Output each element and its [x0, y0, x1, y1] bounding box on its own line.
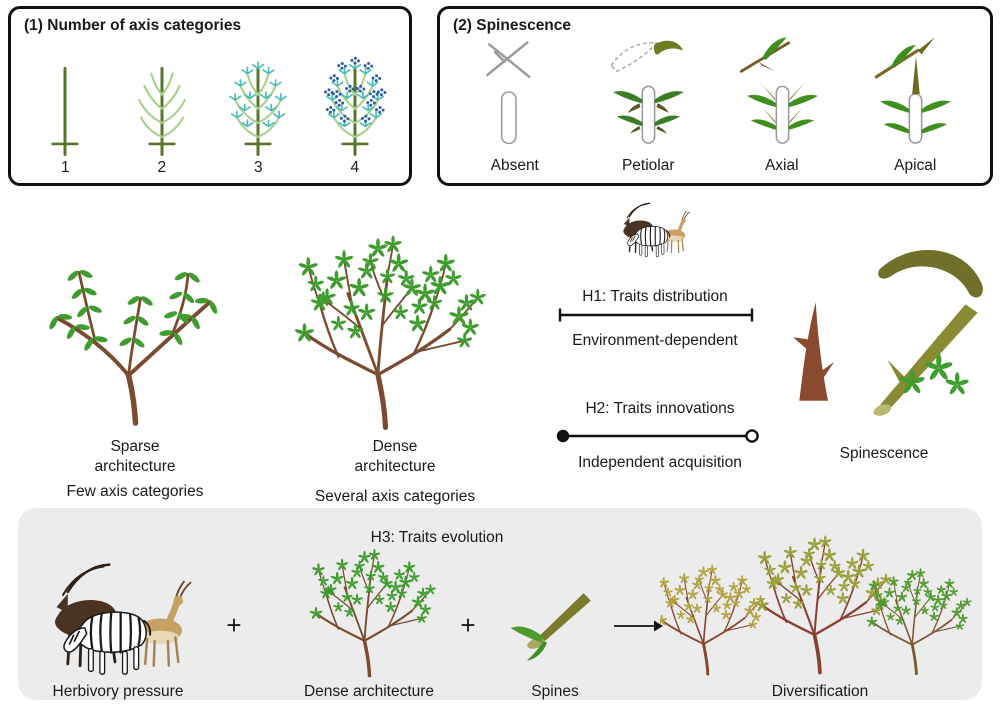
panel-h3-traits-evolution: H3: Traits evolution Herbivory pressure … [18, 508, 982, 700]
axis-level-number: 2 [157, 159, 167, 176]
axis-tree-row: 1 2 3 [17, 35, 403, 177]
spinescence-type-label: Petiolar [621, 156, 675, 174]
h1-range-line [558, 308, 754, 322]
herbivory-pressure-label: Herbivory pressure [52, 683, 184, 700]
axis-tree-level-1: 1 [23, 56, 107, 177]
herbivores-illustration-top [621, 201, 691, 258]
panel-spinescence: (2) Spinescence Absent Petiolar Axial Ap… [437, 6, 993, 186]
axis-tree-1-illustration [51, 66, 80, 156]
dense-architecture-label: Dense architecture [354, 438, 436, 476]
dense-architecture-illustration [258, 222, 513, 434]
axis-tree-level-3: 3 [216, 56, 300, 177]
diversification-label: Diversification [771, 683, 869, 700]
h3-title: H3: Traits evolution [370, 529, 504, 546]
spinescence-type-label: Axial [764, 156, 799, 174]
axis-tree-4-illustration [323, 56, 387, 156]
axis-level-number: 3 [253, 159, 263, 176]
axis-level-number: 1 [60, 159, 70, 176]
few-axis-categories-caption: Few axis categories [66, 483, 204, 500]
herbivores-illustration-bottom [30, 545, 200, 677]
spinescence-type-apical: Apical [863, 33, 967, 176]
spinescence-type-axial: Axial [730, 33, 834, 176]
h2-acquisition-line [556, 429, 759, 443]
spinescence-type-petiolar: Petiolar [596, 33, 700, 176]
diversification-illustration [660, 514, 990, 680]
plus-sign: + [226, 610, 242, 640]
plus-sign: + [460, 610, 476, 640]
axis-tree-2-illustration [137, 66, 186, 156]
h1-title: H1: Traits distribution [582, 288, 728, 305]
spinescence-type-row: Absent Petiolar Axial Apical [448, 33, 982, 176]
panel-axis-title: (1) Number of axis categories [24, 17, 242, 34]
axis-tree-level-2: 2 [120, 56, 204, 177]
arrow-icon [614, 620, 663, 632]
axis-level-number: 4 [350, 159, 360, 176]
spine-apical-illustration [874, 35, 953, 145]
spinescence-label: Spinescence [839, 445, 929, 462]
sparse-architecture-label: Sparse architecture [94, 438, 176, 476]
dense-architecture-illustration-small [272, 540, 467, 680]
spinescence-type-label: Apical [894, 156, 937, 174]
axis-tree-level-4: 4 [313, 56, 397, 177]
spinescence-type-absent: Absent [463, 33, 567, 176]
axis-tree-3-illustration [216, 56, 300, 156]
h2-title: H2: Traits innovations [585, 400, 735, 417]
panel-axis-categories: (1) Number of axis categories 1 2 3 [8, 6, 412, 186]
spines-label: Spines [531, 683, 579, 700]
dense-architecture-bottom-label: Dense architecture [303, 683, 435, 700]
spine-axial-illustration [739, 35, 820, 145]
h2-caption: Independent acquisition [578, 454, 742, 471]
panel-spinescence-title: (2) Spinescence [453, 17, 572, 34]
spinescence-type-label: Absent [490, 156, 539, 174]
spine-absent-illustration [485, 40, 531, 145]
spines-illustration-small [510, 593, 591, 661]
several-axis-categories-caption: Several axis categories [314, 488, 476, 505]
sparse-architecture-illustration [28, 213, 243, 431]
spine-petiolar-illustration [610, 39, 685, 144]
spinescence-illustration [785, 228, 990, 428]
h1-caption: Environment-dependent [572, 332, 738, 349]
